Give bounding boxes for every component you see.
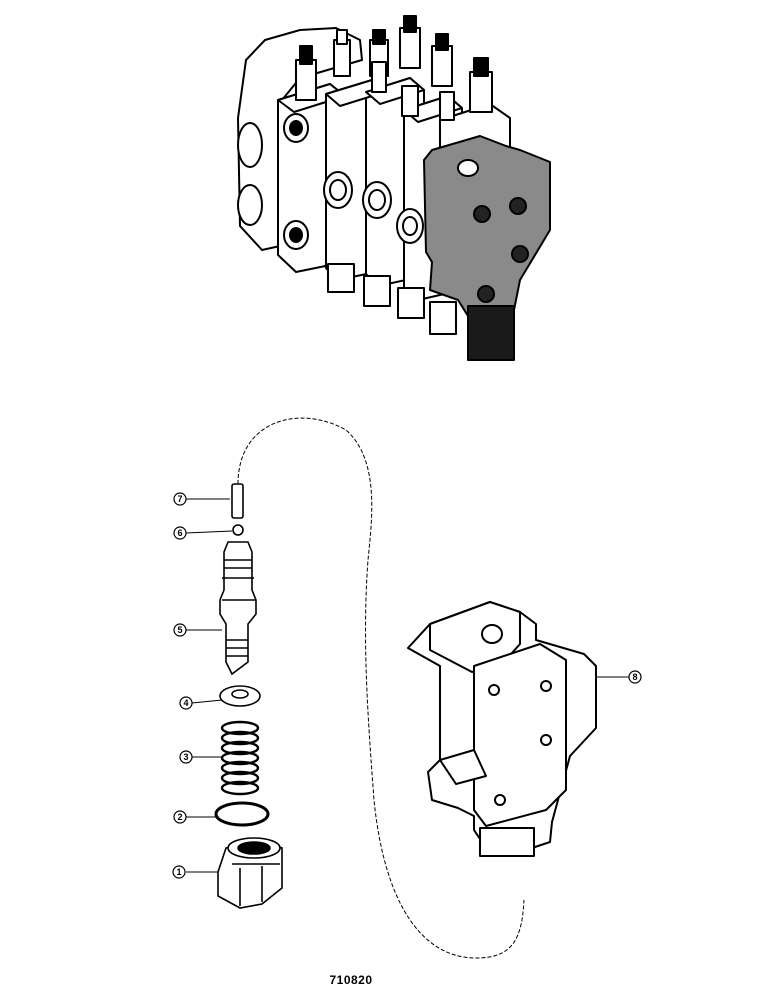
relief-valve-parts [214,483,283,909]
callout-8: 8 [628,670,642,684]
svg-text:1: 1 [176,867,181,877]
callout-5: 5 [173,623,187,637]
grouping-line [237,417,525,959]
o-ring [214,801,270,827]
callout-4: 4 [179,696,193,710]
svg-text:6: 6 [177,528,182,538]
poppet [219,541,257,676]
control-valve-assembly [237,15,551,361]
figure-number: 710820 [329,973,372,987]
outlet-cover-installed [423,135,551,317]
leader-lines [185,498,629,873]
svg-text:7: 7 [177,494,182,504]
washer [219,685,261,707]
callout-1: 1 [172,865,186,879]
svg-text:2: 2 [177,812,182,822]
callout-7: 7 [173,492,187,506]
ball [232,524,244,536]
callout-2: 2 [173,810,187,824]
svg-text:8: 8 [632,672,637,682]
svg-text:5: 5 [177,625,182,635]
callout-6: 6 [173,526,187,540]
spool-ends-bottom [327,263,457,335]
outlet-cover [407,601,597,857]
callout-3: 3 [179,750,193,764]
pin [231,483,244,519]
plug [217,837,283,909]
svg-text:3: 3 [183,752,188,762]
svg-text:4: 4 [183,698,188,708]
spool-stems [295,15,493,121]
spring [220,720,260,796]
